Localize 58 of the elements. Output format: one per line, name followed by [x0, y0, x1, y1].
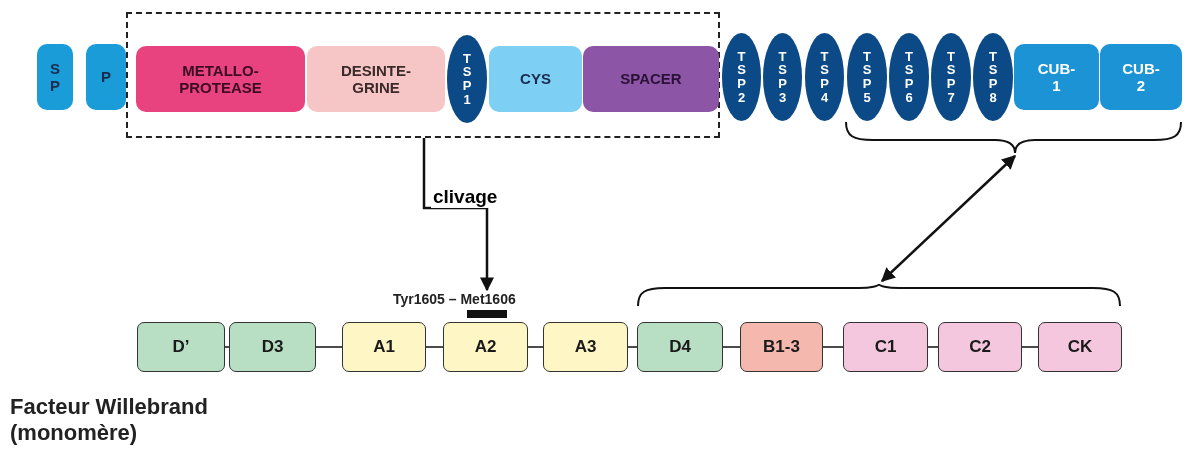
domain-label: CUB- 2 — [1122, 59, 1160, 95]
connector-line — [822, 346, 844, 348]
domain-box — [136, 46, 305, 112]
domain-label: T S P 4 — [820, 49, 829, 105]
domain-box — [938, 322, 1022, 372]
domain-label: T S P 1 — [462, 51, 472, 107]
domain-box — [229, 322, 316, 372]
arrow — [422, 138, 494, 292]
domain-box — [443, 322, 528, 372]
domain-label: T S P 8 — [988, 49, 998, 105]
domain-label: DESINTE- GRINE — [341, 61, 411, 97]
domain-box — [1038, 322, 1122, 372]
domain-label: T S P 2 — [737, 49, 746, 105]
domain-label: B1-3 — [763, 337, 800, 357]
domain-box — [489, 46, 582, 112]
arrow — [881, 155, 1016, 282]
domain-box — [1014, 44, 1099, 110]
connector-line — [224, 346, 230, 348]
molecule-title: Facteur Willebrand (monomère) — [10, 394, 209, 447]
domain-label: D3 — [261, 337, 284, 357]
cleavage-site-label: Tyr1605 – Met1606 — [393, 291, 516, 307]
domain-label: C2 — [969, 337, 991, 357]
domain-label: D’ — [172, 337, 190, 357]
domain-label: T S P 5 — [862, 49, 872, 105]
domain-box — [86, 44, 126, 110]
domain-label: C1 — [874, 337, 897, 357]
domain-box — [37, 44, 73, 110]
domain-label: CUB- 1 — [1037, 59, 1076, 95]
domain-label: S P — [50, 59, 60, 95]
domain-label: A2 — [474, 337, 497, 357]
domain-box — [307, 46, 445, 112]
domain-label: T S P 7 — [946, 49, 956, 105]
domain-box — [843, 322, 928, 372]
domain-label: T S P 6 — [904, 49, 914, 105]
connector-line — [722, 346, 741, 348]
domain-label: T S P 3 — [778, 49, 787, 105]
domain-box — [1100, 44, 1182, 110]
domain-label: A3 — [574, 337, 597, 357]
domain-box — [137, 322, 225, 372]
connector-line — [927, 346, 939, 348]
domain-label: P — [101, 68, 111, 86]
dashed-region-box — [126, 12, 720, 138]
connector-line — [627, 346, 638, 348]
connector-line — [315, 346, 343, 348]
connector-line — [527, 346, 544, 348]
domain-box — [637, 322, 723, 372]
domain-box — [583, 46, 719, 112]
domain-label: SPACER — [620, 70, 682, 88]
domain-box — [543, 322, 628, 372]
domain-box — [740, 322, 823, 372]
domain-label: CK — [1067, 337, 1093, 357]
domain-label: D4 — [669, 337, 691, 357]
connector-line — [425, 346, 444, 348]
domain-label: METALLO- PROTEASE — [179, 61, 262, 97]
domain-box — [342, 322, 426, 372]
domain-label: A1 — [373, 337, 395, 357]
connector-line — [1021, 346, 1039, 348]
domain-label: CYS — [520, 70, 551, 88]
